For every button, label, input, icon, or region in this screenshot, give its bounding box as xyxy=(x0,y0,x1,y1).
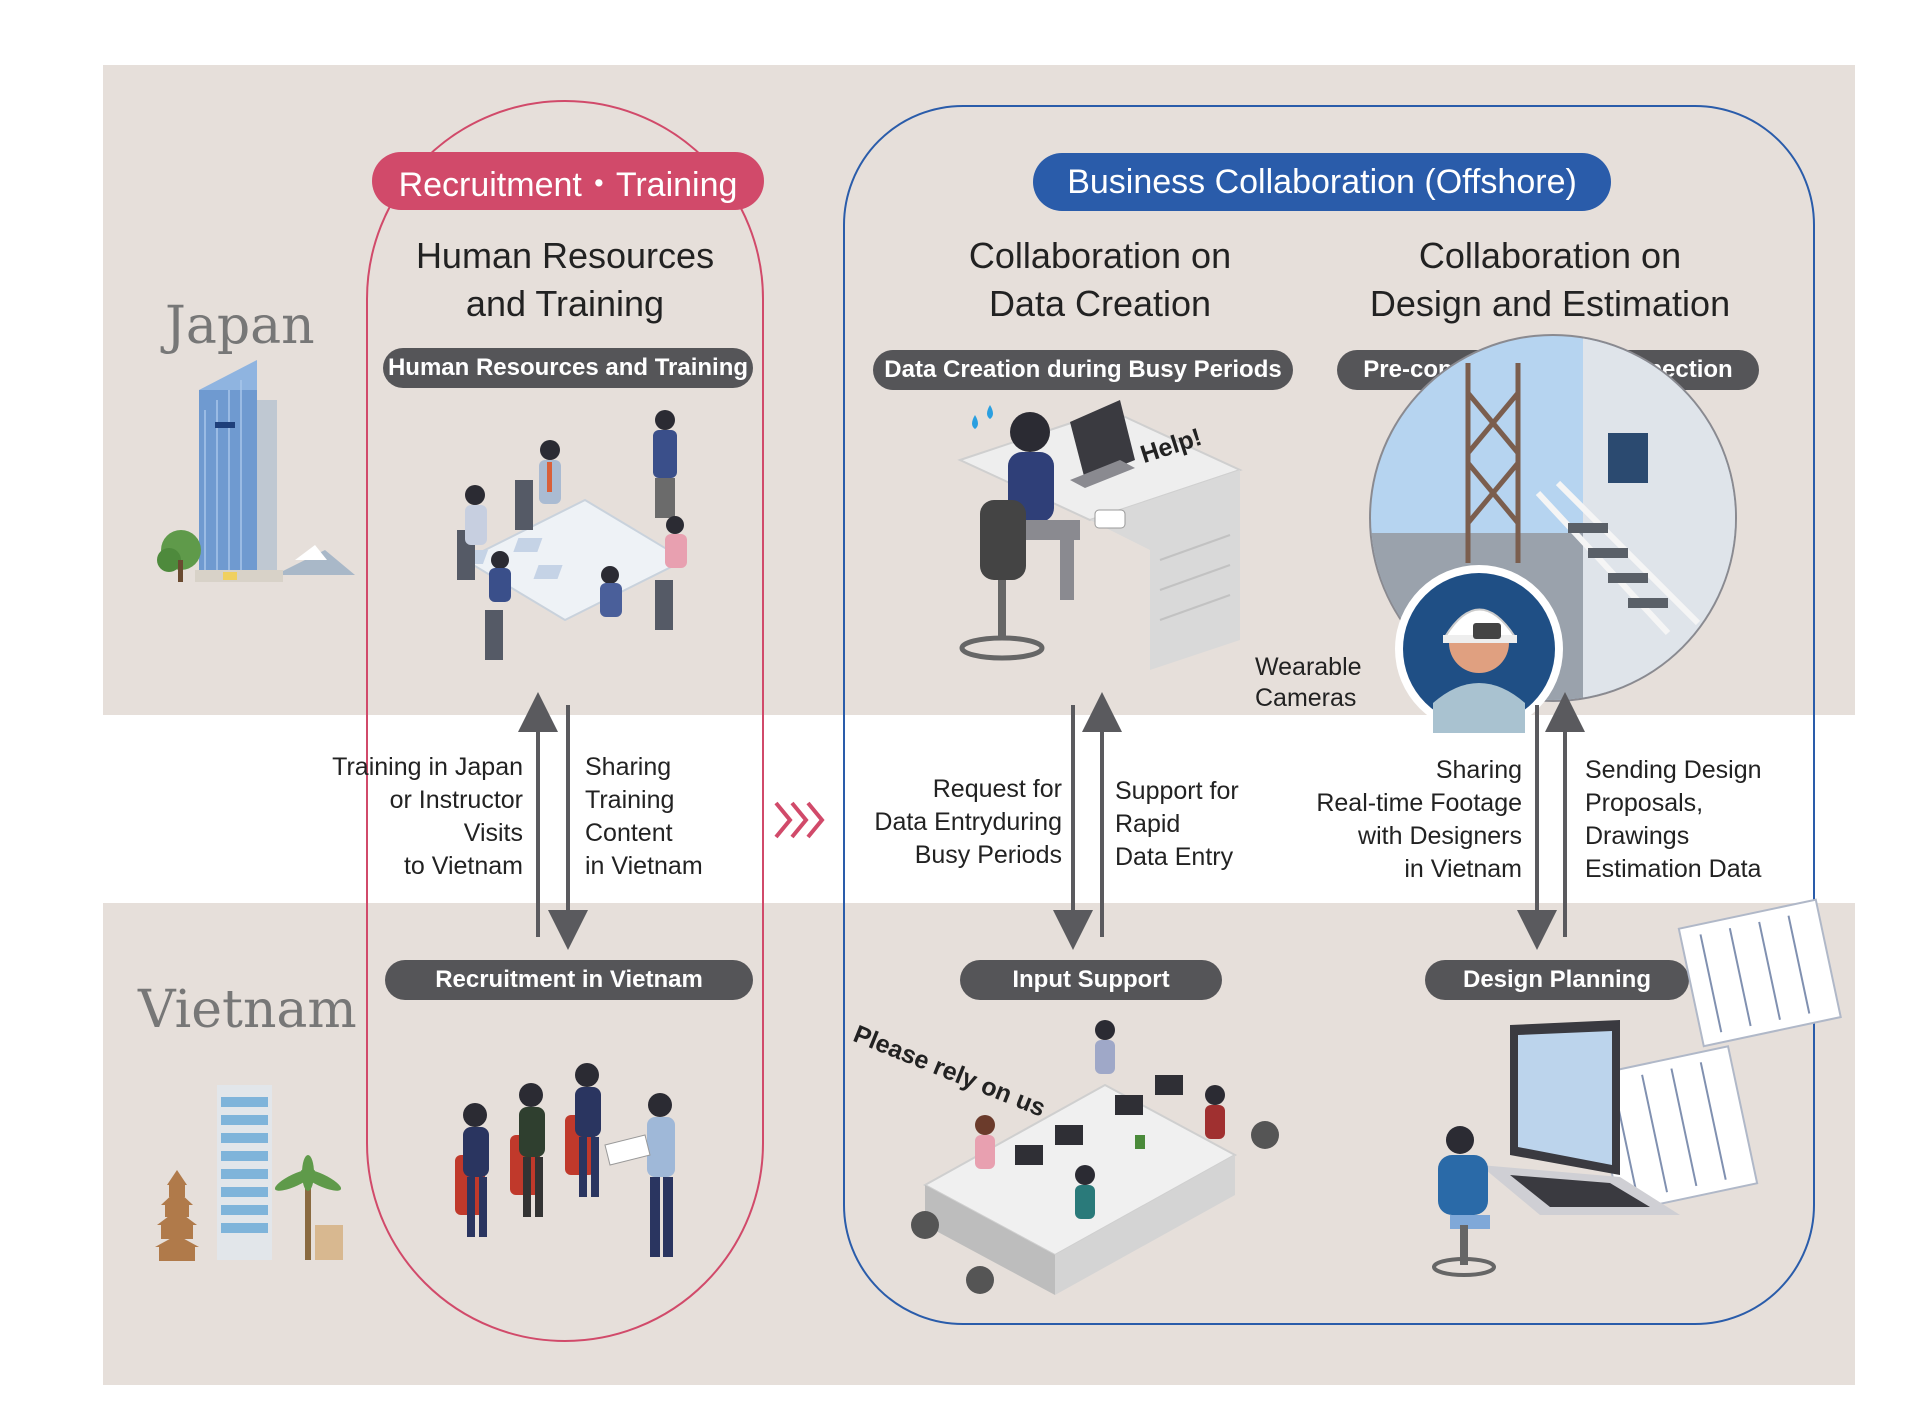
design-planning-laptop-illustration xyxy=(1432,898,1842,1277)
training-in-japan-label: Training in Japan or Instructor Visits t… xyxy=(332,753,523,880)
wearable-cameras-label: Wearable Cameras xyxy=(1255,653,1362,712)
data-creation-title: Collaboration on Data Creation xyxy=(968,235,1232,324)
business-collaboration-frame xyxy=(843,105,1815,1325)
training-meeting-illustration xyxy=(457,410,688,660)
japan-office-tower-illustration xyxy=(157,360,355,582)
human-resources-pill: Human Resources and Training xyxy=(383,348,753,388)
sharing-training-content-label: Sharing Training Content in Vietnam xyxy=(585,753,703,880)
recruitment-interview-illustration xyxy=(455,1063,675,1257)
busy-worker-desk-illustration xyxy=(957,400,1243,670)
wearable-camera-worker-icon xyxy=(1395,565,1563,733)
design-estimation-title: Collaboration on Design and Estimation xyxy=(1369,235,1731,324)
design-planning-pill: Design Planning xyxy=(1425,960,1689,1000)
support-rapid-entry-label: Support for Rapid Data Entry xyxy=(1115,777,1239,871)
sending-design-proposals-label: Sending Design Proposals, Drawings Estim… xyxy=(1585,756,1762,883)
vietnam-office-pagoda-illustration xyxy=(155,1085,343,1261)
data-creation-busy-pill: Data Creation during Busy Periods xyxy=(873,350,1293,390)
region-label-japan: Japan xyxy=(165,296,315,356)
input-support-pill: Input Support xyxy=(960,960,1222,1000)
sharing-footage-label: Sharing Real-time Footage with Designers… xyxy=(1316,756,1522,883)
input-support-office-illustration xyxy=(911,1020,1279,1295)
transition-chevrons xyxy=(774,801,825,839)
request-data-entry-label: Request for Data Entryduring Busy Period… xyxy=(874,775,1062,869)
recruitment-training-header: Recruitment・Training xyxy=(372,152,764,210)
human-resources-title: Human Resources and Training xyxy=(415,235,715,324)
recruitment-frame xyxy=(366,100,764,1342)
recruitment-vietnam-pill: Recruitment in Vietnam xyxy=(385,960,753,1000)
region-label-vietnam: Vietnam xyxy=(138,980,357,1040)
business-collaboration-header: Business Collaboration (Offshore) xyxy=(1033,153,1611,211)
